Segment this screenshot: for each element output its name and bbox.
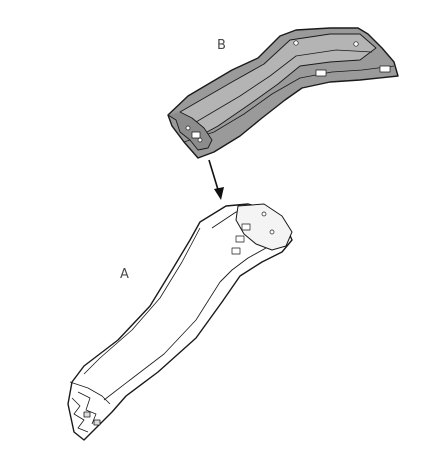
part-a-lower-end-detail bbox=[69, 381, 111, 433]
part-a-label: A bbox=[120, 267, 129, 282]
part-a-inner-curve bbox=[103, 281, 221, 401]
part-b-mount-details bbox=[185, 40, 391, 143]
part-b-lower-edge bbox=[183, 65, 395, 143]
part-a-end-cap bbox=[235, 203, 293, 251]
part-a-outer-curve bbox=[83, 227, 201, 375]
part-a bbox=[67, 203, 293, 441]
part-b bbox=[167, 27, 399, 159]
part-b-top-face bbox=[179, 33, 377, 139]
part-b-ridge-line bbox=[195, 49, 373, 123]
assembly-arrow bbox=[208, 159, 224, 200]
part-b-label: B bbox=[217, 38, 226, 53]
part-a-mount-details bbox=[231, 211, 275, 255]
